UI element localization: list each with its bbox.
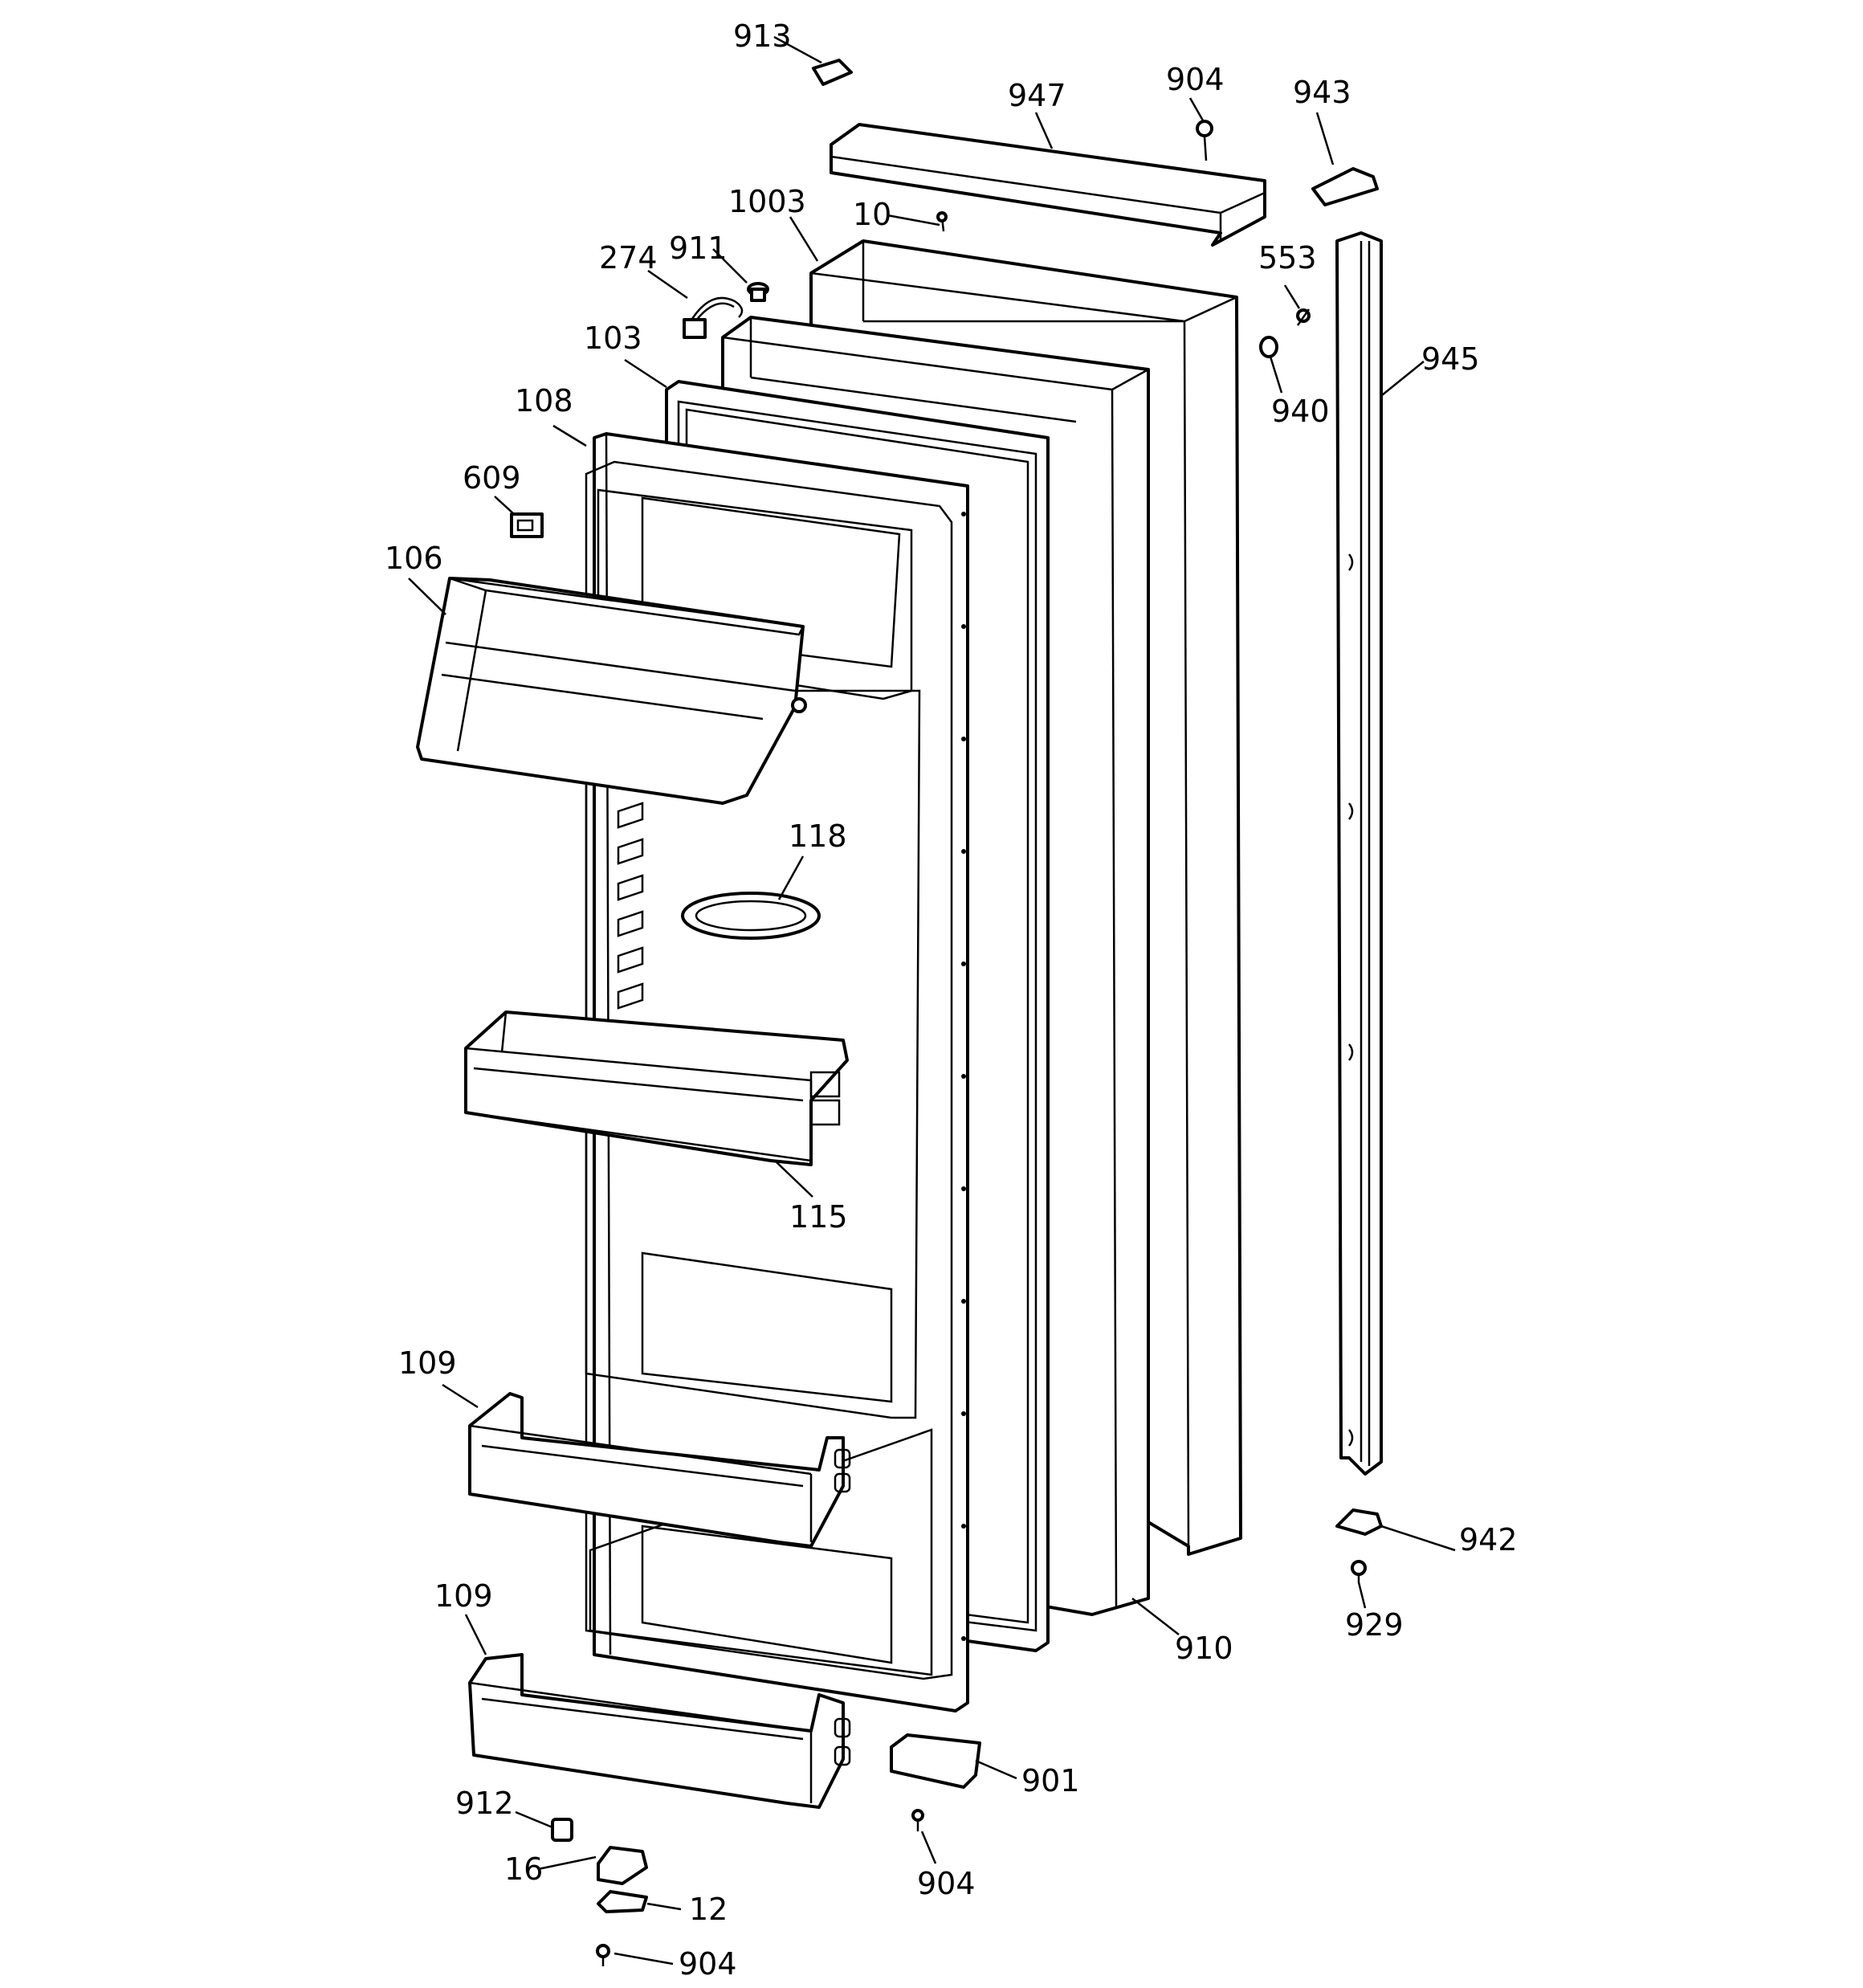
callout-904-top: 904 (1166, 62, 1225, 97)
callout-943: 943 (1293, 75, 1351, 110)
dairy-compartment (416, 577, 807, 805)
callout-940: 940 (1271, 394, 1330, 429)
plug-911 (747, 282, 769, 302)
callout-912: 912 (455, 1786, 514, 1821)
screw-553 (1296, 308, 1311, 326)
callout-12: 12 (689, 1892, 728, 1927)
top-cap (830, 123, 1266, 247)
callout-103: 103 (584, 320, 642, 356)
hinge-bracket-901 (890, 1733, 981, 1789)
callout-106: 106 (385, 541, 443, 576)
callout-913: 913 (733, 18, 792, 54)
upper-shelf-bin (468, 1392, 851, 1548)
screw-10 (936, 211, 948, 232)
callout-904-bottom: 904 (679, 1946, 737, 1982)
lower-shelf-bin (468, 1653, 851, 1809)
callout-901: 901 (1021, 1763, 1080, 1798)
callout-109-upper: 109 (398, 1345, 457, 1381)
screw-904-bottom (596, 1944, 610, 1966)
callout-904-mid: 904 (917, 1866, 976, 1901)
callout-945: 945 (1421, 341, 1480, 377)
hinge-cover-943 (1311, 167, 1379, 206)
callout-910: 910 (1175, 1631, 1233, 1666)
callout-109-lower: 109 (434, 1578, 493, 1614)
egg-tray (681, 892, 821, 940)
wire-harness-274 (683, 296, 744, 339)
callout-labels: 913 947 904 943 1003 10 911 274 553 945 … (385, 18, 1518, 1982)
callout-911: 911 (669, 231, 728, 266)
leader-lines (408, 35, 1456, 1966)
bottom-hinge-16 (597, 1846, 648, 1885)
bracket-942 (1335, 1508, 1383, 1536)
callout-553: 553 (1258, 240, 1317, 276)
callout-10: 10 (853, 197, 891, 232)
screw-904-top (1196, 120, 1213, 161)
clip-913 (812, 59, 853, 86)
small-hardware (510, 59, 1383, 1966)
hinge-pin-940 (1259, 336, 1278, 358)
callout-1003: 1003 (728, 184, 806, 219)
callout-115: 115 (789, 1199, 848, 1235)
callout-118: 118 (789, 818, 847, 854)
callout-947: 947 (1008, 78, 1066, 113)
switch-609 (510, 512, 544, 538)
bushing-912 (551, 1818, 573, 1842)
callout-274: 274 (599, 240, 658, 276)
hinge-plate-12 (597, 1890, 648, 1913)
screw-929 (1351, 1560, 1367, 1582)
door-bin (464, 1010, 849, 1166)
callout-16: 16 (504, 1851, 543, 1887)
callout-108: 108 (515, 383, 573, 418)
callout-929: 929 (1345, 1607, 1404, 1643)
hinge-trim-strip (1335, 231, 1383, 1476)
callout-942: 942 (1459, 1522, 1518, 1557)
callout-609: 609 (463, 460, 521, 496)
screw-904-mid (911, 1809, 924, 1831)
